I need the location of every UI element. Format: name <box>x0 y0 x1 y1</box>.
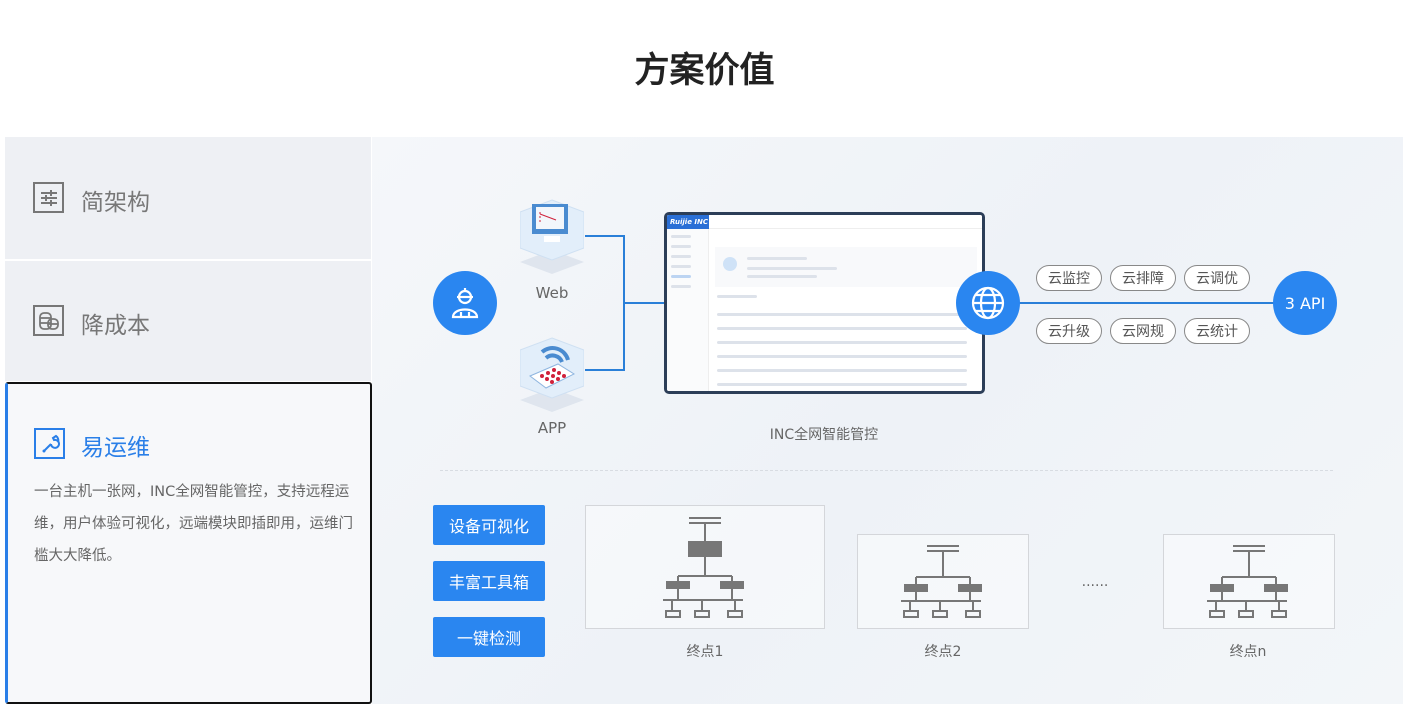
engineer-icon <box>433 271 497 335</box>
brand-logo: Ruijie INC <box>667 215 709 229</box>
cloud-service-upgrade: 云升级 <box>1036 318 1102 344</box>
endpoint-label-n: 终点n <box>1229 644 1267 660</box>
client-label-app: APP <box>537 419 567 437</box>
network-topology-icon <box>1207 545 1288 618</box>
feature-device-visualization[interactable]: 设备可视化 <box>433 505 545 545</box>
cloud-service-monitor: 云监控 <box>1036 265 1102 291</box>
client-label-web: Web <box>535 284 569 302</box>
connector <box>1018 302 1276 304</box>
cloud-service-statistics: 云统计 <box>1184 318 1250 344</box>
connector <box>585 235 625 237</box>
tab-easy-operation[interactable]: 易运维 一台主机一张网，INC全网智能管控，支持远程运维，用户体验可视化，远端模… <box>5 382 372 704</box>
endpoint-label-1: 终点1 <box>686 644 724 660</box>
wrench-icon <box>34 428 65 459</box>
endpoint-box-1 <box>585 505 825 629</box>
api-badge: 3 API <box>1273 271 1337 335</box>
ellipsis: ...... <box>1081 574 1109 590</box>
connector <box>585 369 625 371</box>
web-computer-icon <box>519 192 585 276</box>
section-title: 方案价值 <box>634 51 775 91</box>
tab-simple-architecture[interactable]: 简架构 <box>5 137 371 259</box>
coins-icon <box>33 305 64 336</box>
network-topology-icon <box>663 517 744 618</box>
divider <box>440 470 1333 471</box>
inc-dashboard-screenshot: Ruijie INC <box>664 212 985 394</box>
cloud-service-optimize: 云调优 <box>1184 265 1250 291</box>
feature-toolbox[interactable]: 丰富工具箱 <box>433 561 545 601</box>
feature-one-click-check[interactable]: 一键检测 <box>433 617 545 657</box>
tab-label: 易运维 <box>81 435 150 461</box>
connector <box>623 302 665 304</box>
app-phone-icon <box>519 330 585 414</box>
globe-icon <box>956 271 1020 335</box>
endpoint-box-2 <box>857 534 1029 629</box>
cloud-service-planning: 云网规 <box>1110 318 1176 344</box>
tab-reduce-cost[interactable]: 降成本 <box>5 261 371 381</box>
sliders-icon <box>33 182 64 213</box>
endpoint-box-n <box>1163 534 1335 629</box>
endpoint-label-2: 终点2 <box>924 644 962 660</box>
tab-label: 降成本 <box>81 313 150 339</box>
tab-description: 一台主机一张网，INC全网智能管控，支持远程运维，用户体验可视化，远端模块即插即… <box>34 484 353 564</box>
platform-label: INC全网智能管控 <box>769 427 879 443</box>
cloud-service-troubleshoot: 云排障 <box>1110 265 1176 291</box>
network-topology-icon <box>901 545 982 618</box>
tab-label: 简架构 <box>81 190 150 216</box>
